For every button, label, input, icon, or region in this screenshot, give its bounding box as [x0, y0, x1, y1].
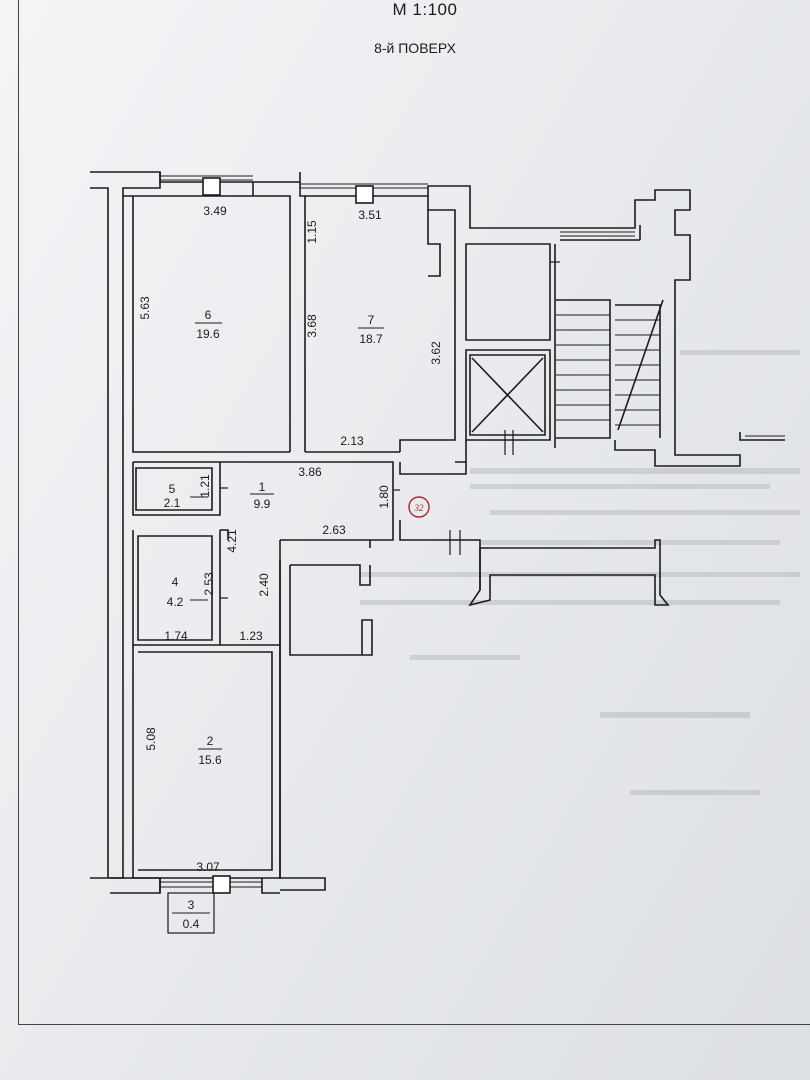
room-2-number: 2: [207, 734, 214, 748]
room-5-number: 5: [169, 482, 176, 496]
room-4-number: 4: [172, 575, 179, 589]
dim-room4-side: 2.53: [202, 572, 216, 596]
dim-room7-left: 3.68: [305, 314, 319, 338]
windows: [160, 175, 785, 888]
dim-hall-lower: 1.23: [239, 629, 263, 643]
room-1-area: 9.9: [254, 497, 271, 511]
walls: [90, 171, 785, 894]
dim-hall-top: 3.86: [298, 465, 322, 479]
room-3-number: 3: [188, 898, 195, 912]
room-6-area: 19.6: [196, 327, 220, 341]
dim-room5-side: 1.21: [198, 474, 212, 498]
room-5-area: 2.1: [164, 496, 181, 510]
drawing-frame: [18, 0, 810, 1025]
room-label-dividers: [190, 322, 384, 750]
drawing-scale: М 1:100: [392, 0, 458, 19]
door-marks: [220, 261, 560, 599]
dim-room7-bottom: 2.13: [340, 434, 364, 448]
dim-room7-pier: 1.15: [305, 220, 319, 244]
dim-room6-width: 3.49: [203, 204, 227, 218]
dim-room6-length: 5.63: [138, 296, 152, 320]
room-1-number: 1: [259, 480, 266, 494]
dim-hall-bottom: 2.63: [322, 523, 346, 537]
dim-room4-bottom: 1.74: [164, 629, 188, 643]
stair-treads: [556, 314, 660, 426]
window-piers: [202, 177, 374, 894]
dim-hall-entry: 1.80: [377, 485, 391, 509]
dim-room2-width: 3.07: [196, 860, 220, 874]
apartment-number: 32: [414, 503, 425, 513]
room-2-area: 15.6: [198, 753, 222, 767]
dim-room2-length: 5.08: [144, 727, 158, 751]
room-7-area: 18.7: [359, 332, 383, 346]
room-6-number: 6: [205, 308, 212, 322]
show-through-marks: [360, 350, 800, 795]
room-4-area: 4.2: [167, 595, 184, 609]
room-3-box: [167, 892, 215, 934]
room-7-number: 7: [368, 313, 375, 327]
dim-room7-right: 3.62: [429, 341, 443, 365]
dim-hall-left: 4.21: [225, 529, 239, 553]
room-3-area: 0.4: [183, 917, 200, 931]
apartment-stamp-circle: [408, 496, 430, 518]
labels: 6 19.6 7 18.7 5 2.1 1 9.9 4 4.2 2 15.6 3…: [138, 204, 443, 931]
dim-room7-width: 3.51: [358, 208, 382, 222]
dim-hall-right: 2.40: [257, 573, 271, 597]
floor-title: 8-й ПОВЕРХ: [374, 40, 456, 56]
